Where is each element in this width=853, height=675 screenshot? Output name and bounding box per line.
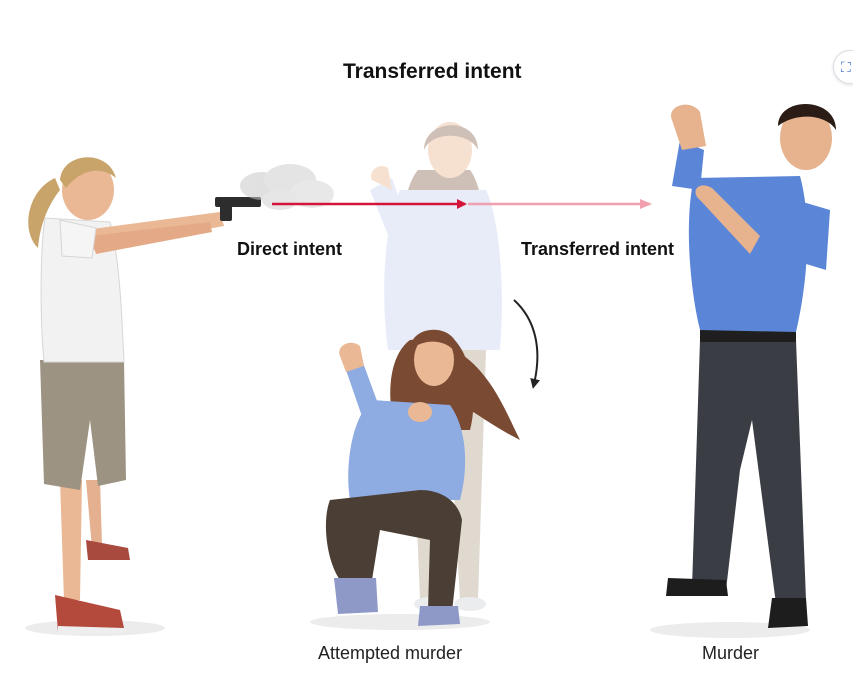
fall-arrow [513, 299, 541, 389]
shooter-figure [28, 157, 261, 634]
diagram-title: Transferred intent [343, 60, 522, 83]
attempted-murder-label: Attempted murder [318, 643, 463, 663]
actual-victim-figure [666, 103, 836, 628]
murder-label: Murder [702, 643, 760, 663]
crouching-victim-figure [325, 329, 520, 626]
transferred-intent-label: Transferred intent [521, 239, 675, 259]
scan-icon: ⛶ [841, 58, 851, 75]
direct-intent-label: Direct intent [237, 239, 343, 259]
